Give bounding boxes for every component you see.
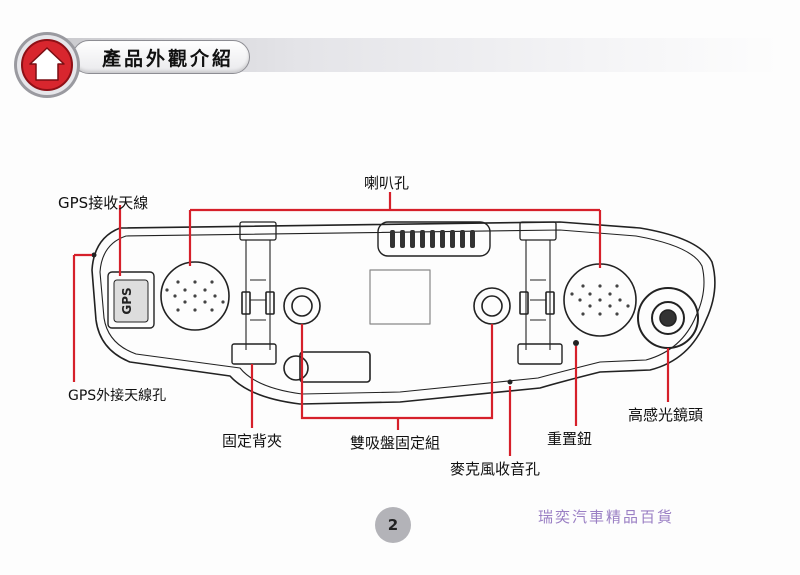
label-dual-suction: 雙吸盤固定組 [350,434,441,452]
label-microphone: 麥克風收音孔 [450,460,541,478]
home-icon [14,32,80,98]
mirror-inner-outline [99,229,705,395]
label-gps-antenna: GPS接收天線 [58,194,149,212]
label-speaker-hole: 喇叭孔 [364,174,410,192]
callout-lines [72,192,670,456]
store-stamp: 瑞奕汽車精品百貨 [538,508,675,526]
gps-chip-label: GPS [120,287,134,314]
page-title: 產品外觀介紹 [102,48,235,70]
label-camera-lens: 高感光鏡頭 [628,406,704,424]
label-reset-button: 重置鈕 [547,430,593,448]
page-number: 2 [375,507,411,543]
speaker-dots [165,280,630,316]
mirror-body-outline [91,221,716,405]
label-gps-external-port: GPS外接天線孔 [68,388,167,404]
label-rear-clip: 固定背夾 [222,432,283,450]
header-title-pill [72,40,250,74]
